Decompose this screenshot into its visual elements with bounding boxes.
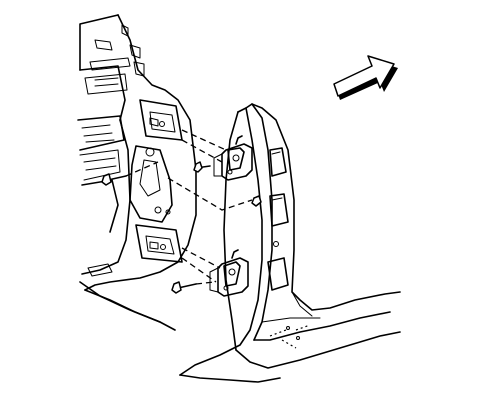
upper-hinge bbox=[213, 135, 253, 181]
forward-arrow-icon bbox=[333, 55, 398, 100]
lower-hinge bbox=[209, 249, 249, 297]
door-frame-panel bbox=[77, 14, 197, 331]
center-pillar bbox=[179, 103, 401, 383]
hinge-bolt bbox=[101, 161, 262, 294]
alignment-leaders bbox=[125, 129, 253, 285]
